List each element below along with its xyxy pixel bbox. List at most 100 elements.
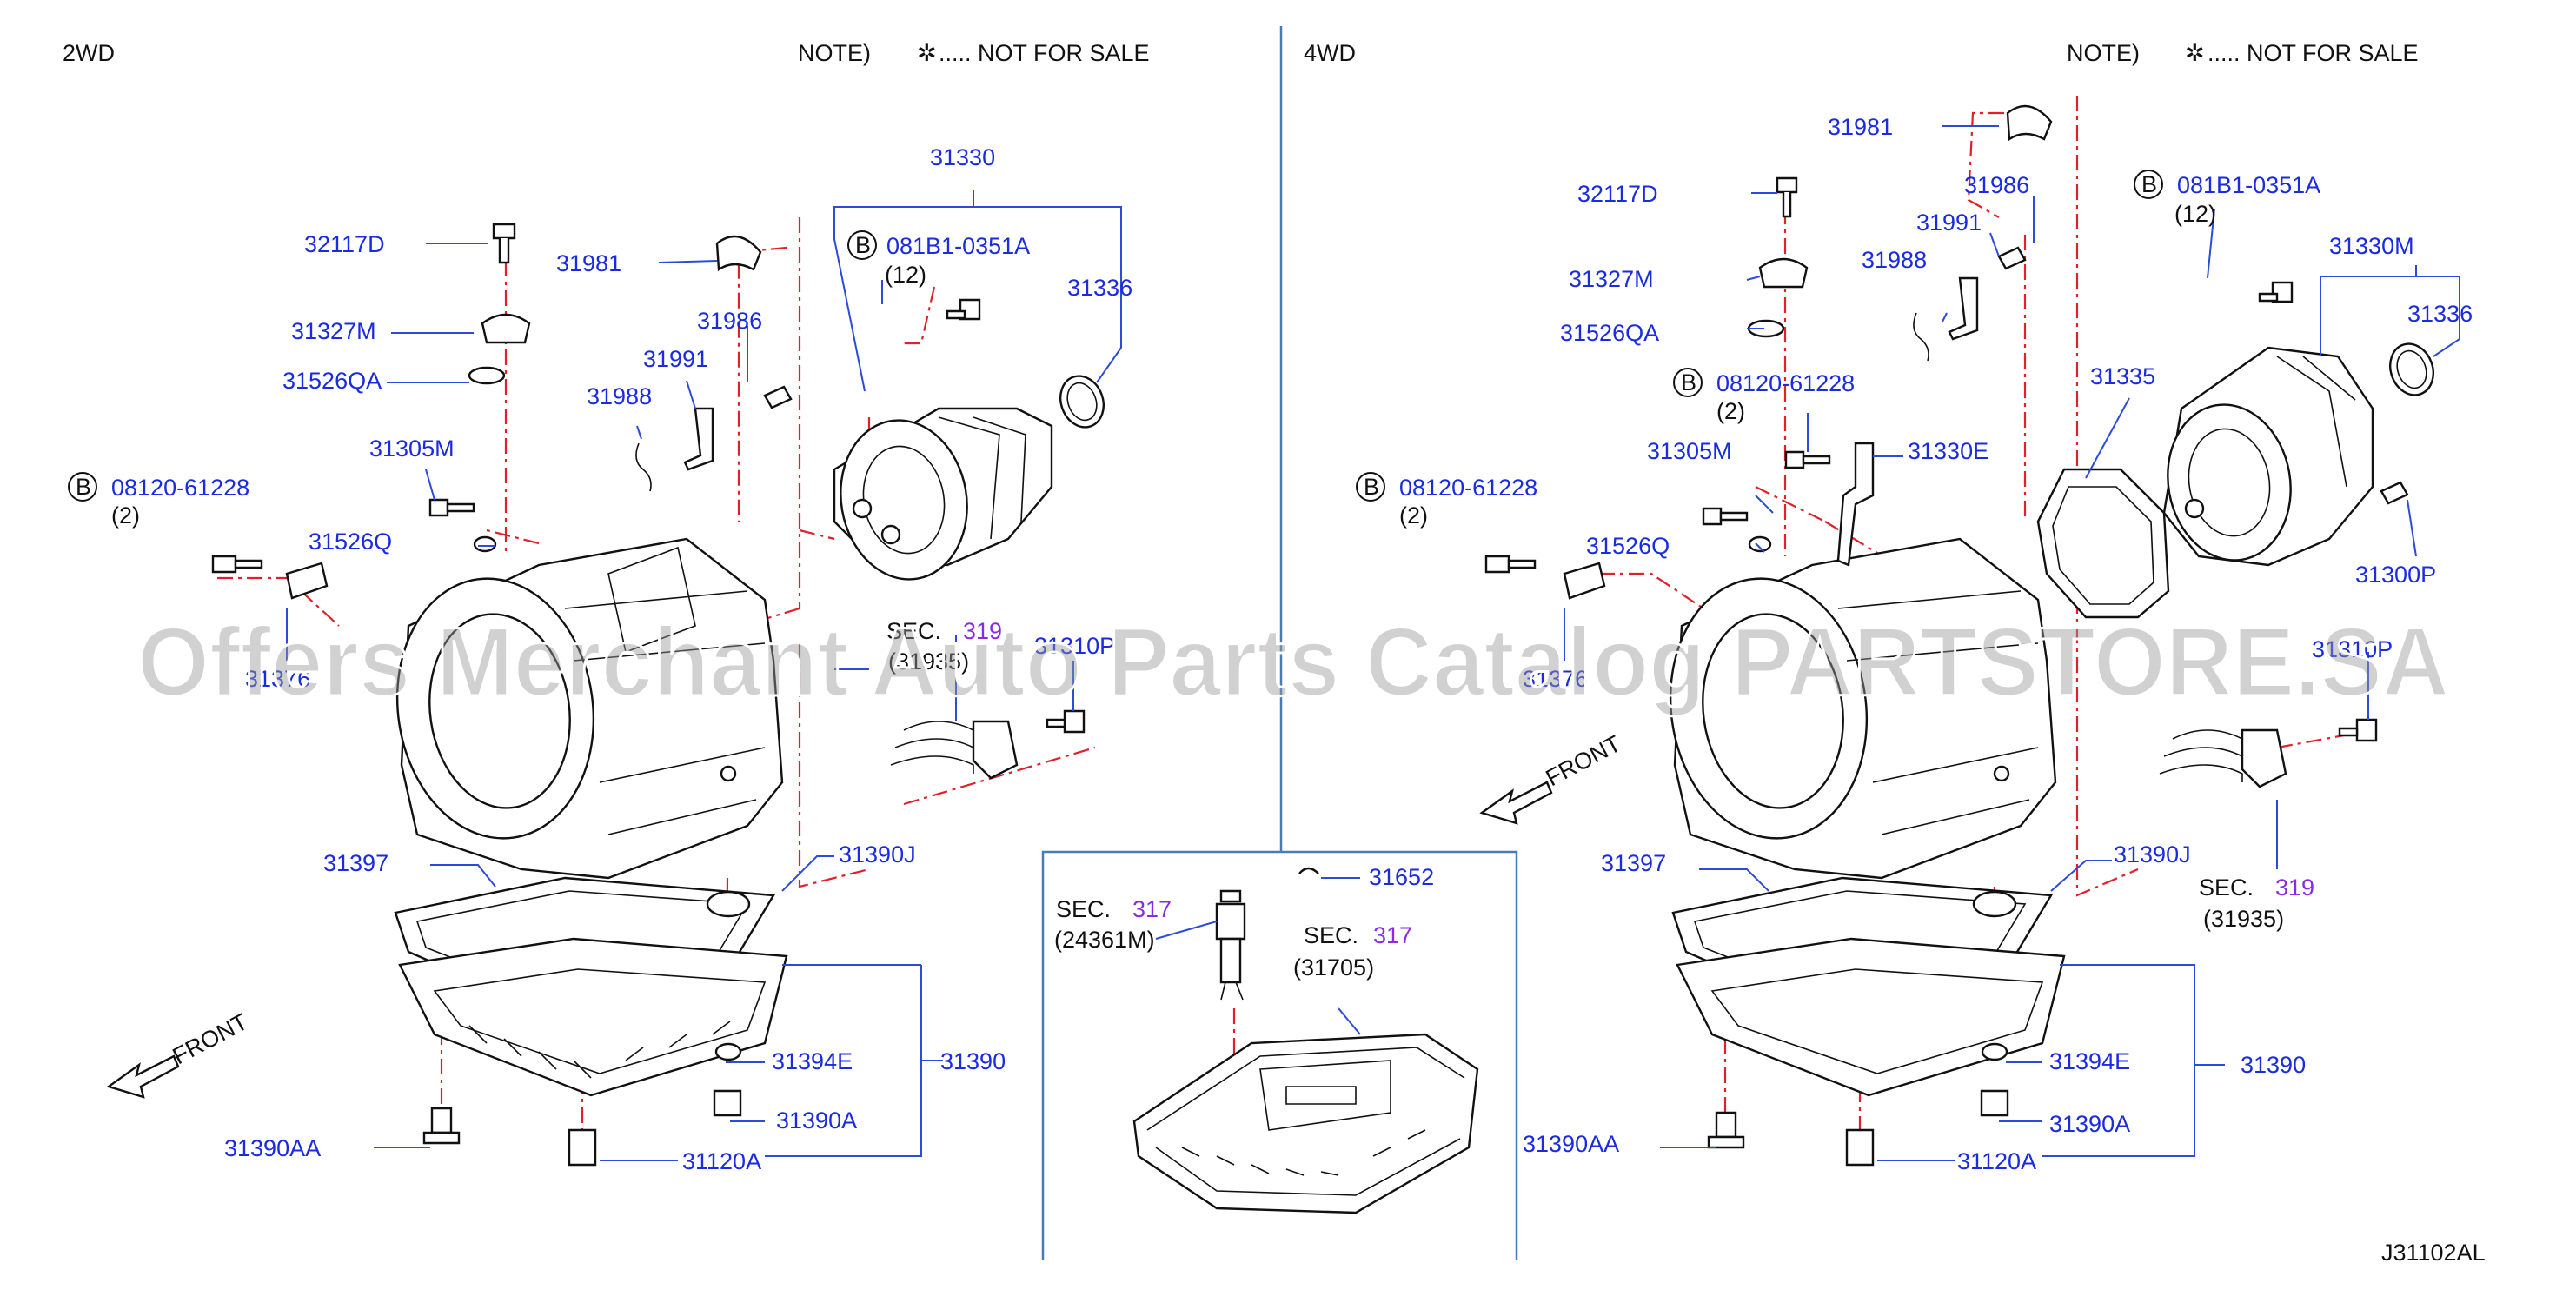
extension-housing [833,375,1105,581]
section-title-4wd: 4WD [1304,40,1356,66]
part-label-31526qa: 31526QA [1560,320,1659,346]
part-label-081b1-0351a: 081B1-0351A [886,233,1030,259]
front-arrow-right: FRONT [1479,730,1625,825]
bolt-callout-letter: B [2141,171,2157,197]
bolt-callout-circle [68,472,97,502]
part-label-32117d: 32117D [304,231,385,257]
sec-ref-sub: (31935) [2203,906,2284,932]
part-label-31991: 31991 [643,346,708,372]
not-for-sale-star-icon: ✲ [917,40,937,66]
sec-ref-sub: (31705) [1293,954,1374,981]
oil-pan-assembly [394,876,788,1167]
bolt-callout-letter: B [76,474,91,500]
part-label-31652: 31652 [1369,864,1434,890]
part-label-31991: 31991 [1916,209,1982,236]
sec-ref-word: SEC. [2199,874,2254,901]
part-label-31390a: 31390A [2049,1111,2130,1137]
section-title-2wd: 2WD [63,40,115,66]
part-label-31336: 31336 [2407,301,2473,327]
bolt-callout-letter: B [1364,474,1379,500]
sec-ref-number: 317 [1373,922,1412,948]
bolt-callout-circle [1356,472,1385,502]
sec-ref-number: 319 [963,618,1002,644]
part-label-31330e: 31330E [1908,438,1988,464]
sec-ref-sub: (31935) [888,648,969,675]
part-label-32117d: 32117D [1577,181,1658,207]
transmission-case [395,537,784,880]
note-label-left: NOTE) [798,40,871,66]
part-label-31310p: 31310P [1034,633,1115,659]
part-label-081b1-0351a: 081B1-0351A [2177,172,2320,198]
note-text-right: ..... NOT FOR SALE [2208,40,2419,66]
part-label-31330: 31330 [930,144,995,170]
note-label-right: NOTE) [2067,40,2140,66]
front-label: FRONT [1542,730,1625,791]
sec-ref-number: 319 [2275,874,2314,901]
bolt-callout-letter: B [855,232,871,258]
part-label-31986: 31986 [697,308,762,334]
part-label-31986: 31986 [1964,172,2029,198]
part-label-31390aa: 31390AA [1523,1131,1619,1157]
small-parts-top [211,223,981,600]
part-label-31397: 31397 [1601,850,1666,876]
header: 2WD NOTE) ✲ ..... NOT FOR SALE 4WD NOTE)… [63,40,2486,1266]
part-label-31394e: 31394E [2049,1048,2130,1074]
part-label-31988: 31988 [1862,247,1927,273]
transfer-case-adapter [2036,342,2434,619]
part-qty-12: (12) [885,262,926,288]
valve-body-inset-frame [1041,850,1518,1260]
part-label-31981: 31981 [1828,114,1893,140]
small-parts-top [1484,104,2294,600]
leader-lines [286,190,1122,1161]
part-label-31981: 31981 [556,250,621,276]
part-label-08120-61228: 08120-61228 [1716,370,1855,396]
sec-ref-word: SEC. [1304,922,1358,948]
sec-ref-word: SEC. [886,618,941,644]
part-label-31526qa: 31526QA [282,368,382,394]
part-label-31327m: 31327M [291,318,376,344]
right-4wd-diagram: 31981 31986 B 081B1-0351A (12) 32117D 31… [1356,96,2473,1174]
part-label-31376: 31376 [245,666,310,692]
sec-ref-number: 317 [1132,896,1172,922]
part-label-31390j: 31390J [839,841,916,868]
left-2wd-diagram: 31330 32117D 31981 B 081B1-0351A (12) 31… [68,144,1132,1174]
part-label-31390: 31390 [2241,1052,2306,1078]
front-arrow-left: FRONT [106,1008,252,1099]
part-label-31526q: 31526Q [309,529,392,555]
transmission-case [1669,537,2057,880]
sec-ref-word: SEC. [1056,896,1111,922]
part-label-31390a: 31390A [776,1107,857,1134]
bolt-callout-circle [847,230,877,260]
dividers [1041,26,1518,1260]
part-label-31336: 31336 [1067,275,1132,301]
part-label-08120-61228: 08120-61228 [111,475,249,501]
front-label: FRONT [169,1008,252,1069]
part-label-08120-61228: 08120-61228 [1399,475,1537,501]
part-qty-12: (12) [2174,201,2216,227]
valve-body-inset: 31652 SEC. 317 (24361M) SEC. 317 (31705) [1054,864,1479,1214]
part-label-31305m: 31305M [369,436,455,462]
part-label-31330m: 31330M [2329,233,2414,259]
part-label-31305m: 31305M [1647,438,1732,464]
part-label-31394e: 31394E [772,1048,853,1074]
diagram-code: J31102AL [2381,1240,2486,1266]
part-label-31120a: 31120A [1957,1148,2036,1174]
part-labels-left: 31330 32117D 31981 B 081B1-0351A (12) 31… [68,144,1132,1174]
part-label-31300p: 31300P [2355,562,2436,588]
part-label-31120a: 31120A [682,1148,761,1174]
part-label-31335: 31335 [2090,363,2155,389]
watermark-overlay: Offers Merchant Auto Parts Catalog PARTS… [137,608,2449,716]
oil-pan-assembly [1671,876,2066,1167]
bolt-callout-circle [1673,368,1703,397]
part-qty-2: (2) [111,502,140,529]
part-qty-2: (2) [1399,502,1428,529]
bolt-callout-circle [2134,170,2163,199]
part-label-31390j: 31390J [2114,841,2191,868]
harness-bracket [890,709,1086,780]
not-for-sale-star-icon: ✲ [2185,40,2205,66]
part-label-31390aa: 31390AA [224,1135,321,1161]
part-label-31988: 31988 [587,383,652,409]
note-text-left: ..... NOT FOR SALE [939,40,1150,66]
leader-lines [1564,125,2460,1161]
